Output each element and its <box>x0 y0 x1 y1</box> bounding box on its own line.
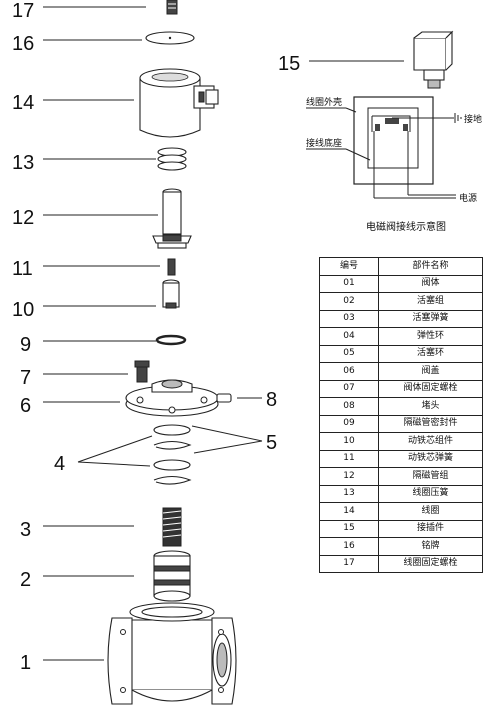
callout-17: 17 <box>12 0 34 22</box>
part-number-cell: 13 <box>319 484 379 503</box>
wiring-schematic: 接地 电源 线圈外壳 接线底座 电磁阀接线示意图 <box>306 96 482 233</box>
part-name-cell: 活塞弹簧 <box>378 309 483 328</box>
part-name-cell: 动铁芯弹簧 <box>378 449 483 468</box>
callout-7: 7 <box>20 367 31 389</box>
callout-13: 13 <box>12 152 34 174</box>
part-name-cell: 线圈 <box>378 502 483 521</box>
callout-4: 4 <box>54 453 65 475</box>
callout-12: 12 <box>12 207 34 229</box>
callout-10: 10 <box>12 299 34 321</box>
callout-11: 11 <box>12 258 33 280</box>
part-number-cell: 10 <box>319 432 379 451</box>
part-name-cell: 阀盖 <box>378 362 483 381</box>
callout-5: 5 <box>266 432 277 454</box>
callout-2: 2 <box>20 569 31 591</box>
part-number-cell: 07 <box>319 379 379 398</box>
label-terminal-base: 接线底座 <box>306 137 342 149</box>
part-name-cell: 线圈固定螺栓 <box>378 554 483 573</box>
part-number-cell: 11 <box>319 449 379 468</box>
part-number-cell: 15 <box>319 519 379 538</box>
part-name-cell: 活塞组 <box>378 292 483 311</box>
part-name-cell: 隔磁管组 <box>378 467 483 486</box>
header-part-name: 部件名称 <box>378 257 483 276</box>
part-name-cell: 阀体 <box>378 274 483 293</box>
part-name-cell: 线圈压簧 <box>378 484 483 503</box>
callout-1: 1 <box>20 652 31 674</box>
header-number: 编号 <box>319 257 379 276</box>
part-15-connector <box>413 30 454 89</box>
part-number-cell: 04 <box>319 327 379 346</box>
part-number-cell: 05 <box>319 344 379 363</box>
part-number-cell: 16 <box>319 537 379 556</box>
part-11-plunger-spring <box>167 258 176 276</box>
part-name-cell: 隔磁管密封件 <box>378 414 483 433</box>
part-2-piston <box>153 550 191 602</box>
label-ground: 接地 <box>464 113 482 125</box>
callout-15: 15 <box>278 53 300 75</box>
part-name-cell: 接插件 <box>378 519 483 538</box>
part-number-cell: 12 <box>319 467 379 486</box>
part-name-cell: 铭牌 <box>378 537 483 556</box>
part-6-valve-cover <box>125 379 219 417</box>
table-header-row: 编号 部件名称 <box>319 257 483 276</box>
part-number-cell: 06 <box>319 362 379 381</box>
part-17-coil-bolt <box>166 0 178 15</box>
callouts: 17 16 14 13 12 11 10 9 7 6 8 4 5 3 2 1 <box>12 0 404 674</box>
part-7-body-bolt <box>134 360 150 383</box>
callout-8: 8 <box>266 389 277 411</box>
part-name-cell: 动铁芯组件 <box>378 432 483 451</box>
part-8-plug <box>216 393 232 403</box>
callout-16: 16 <box>12 33 34 55</box>
part-number-cell: 17 <box>319 554 379 573</box>
part-name-cell: 弹性环 <box>378 327 483 346</box>
part-14-coil <box>139 68 219 138</box>
part-3-piston-spring <box>162 507 182 547</box>
callout-3: 3 <box>20 519 31 541</box>
part-name-cell: 堵头 <box>378 397 483 416</box>
part-12-isolation-tube <box>152 188 192 249</box>
part-number-cell: 08 <box>319 397 379 416</box>
part-1-valve-body <box>107 602 237 705</box>
part-4-5-rings <box>153 424 192 485</box>
callout-6: 6 <box>20 395 31 417</box>
part-name-cell: 阀体固定螺栓 <box>378 379 483 398</box>
part-number-cell: 02 <box>319 292 379 311</box>
part-number-cell: 01 <box>319 274 379 293</box>
part-number-cell: 14 <box>319 502 379 521</box>
part-number-cell: 03 <box>319 309 379 328</box>
callout-9: 9 <box>20 334 31 356</box>
label-power: 电源 <box>459 192 477 204</box>
part-13-coil-spring <box>157 147 187 171</box>
label-coil-housing: 线圈外壳 <box>306 96 342 108</box>
part-16-nameplate <box>145 31 195 45</box>
part-10-plunger <box>162 279 180 309</box>
callout-14: 14 <box>12 92 34 114</box>
part-number-cell: 09 <box>319 414 379 433</box>
part-name-cell: 活塞环 <box>378 344 483 363</box>
wiring-caption: 电磁阀接线示意图 <box>366 220 446 233</box>
part-9-tube-seal <box>155 334 187 346</box>
